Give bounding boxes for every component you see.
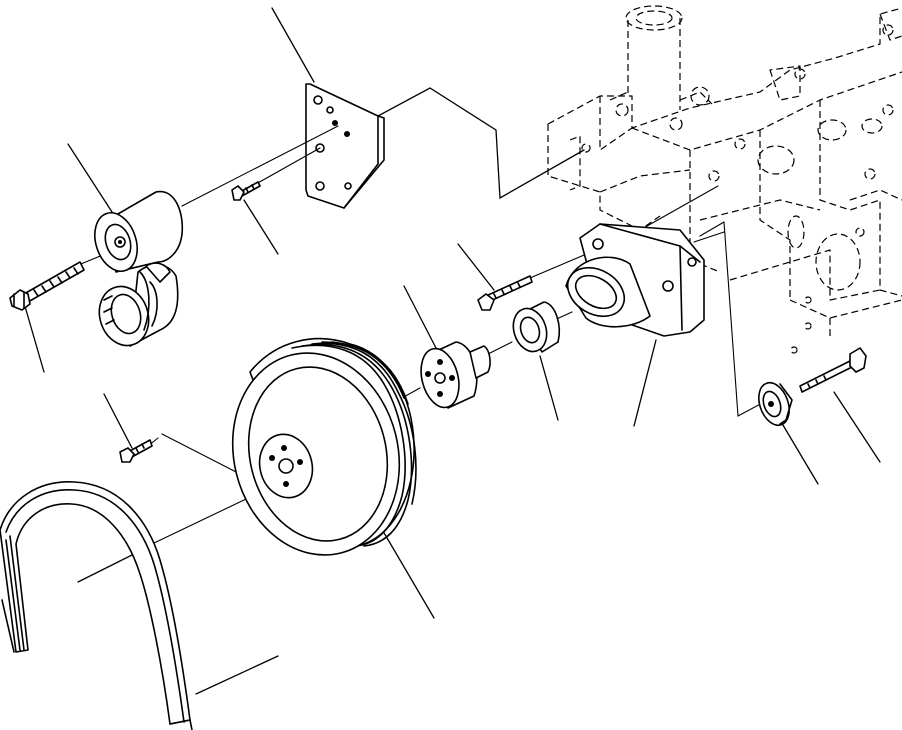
long-bolt (9, 261, 85, 311)
crankshaft-pulley (231, 337, 417, 556)
spacer (512, 301, 560, 353)
bracket-plate (305, 83, 385, 209)
pulley-hub (420, 341, 491, 409)
short-bolt (119, 439, 153, 463)
long-bolt (799, 347, 867, 393)
engine-block (547, 5, 902, 354)
poly-v-belt (0, 481, 193, 730)
washer-pulley (758, 381, 793, 427)
water-pump-housing (565, 223, 705, 337)
short-bolt (231, 181, 261, 201)
tensioner-pulley (98, 262, 179, 347)
long-bolt (477, 275, 533, 311)
idler-pulley (94, 190, 184, 273)
